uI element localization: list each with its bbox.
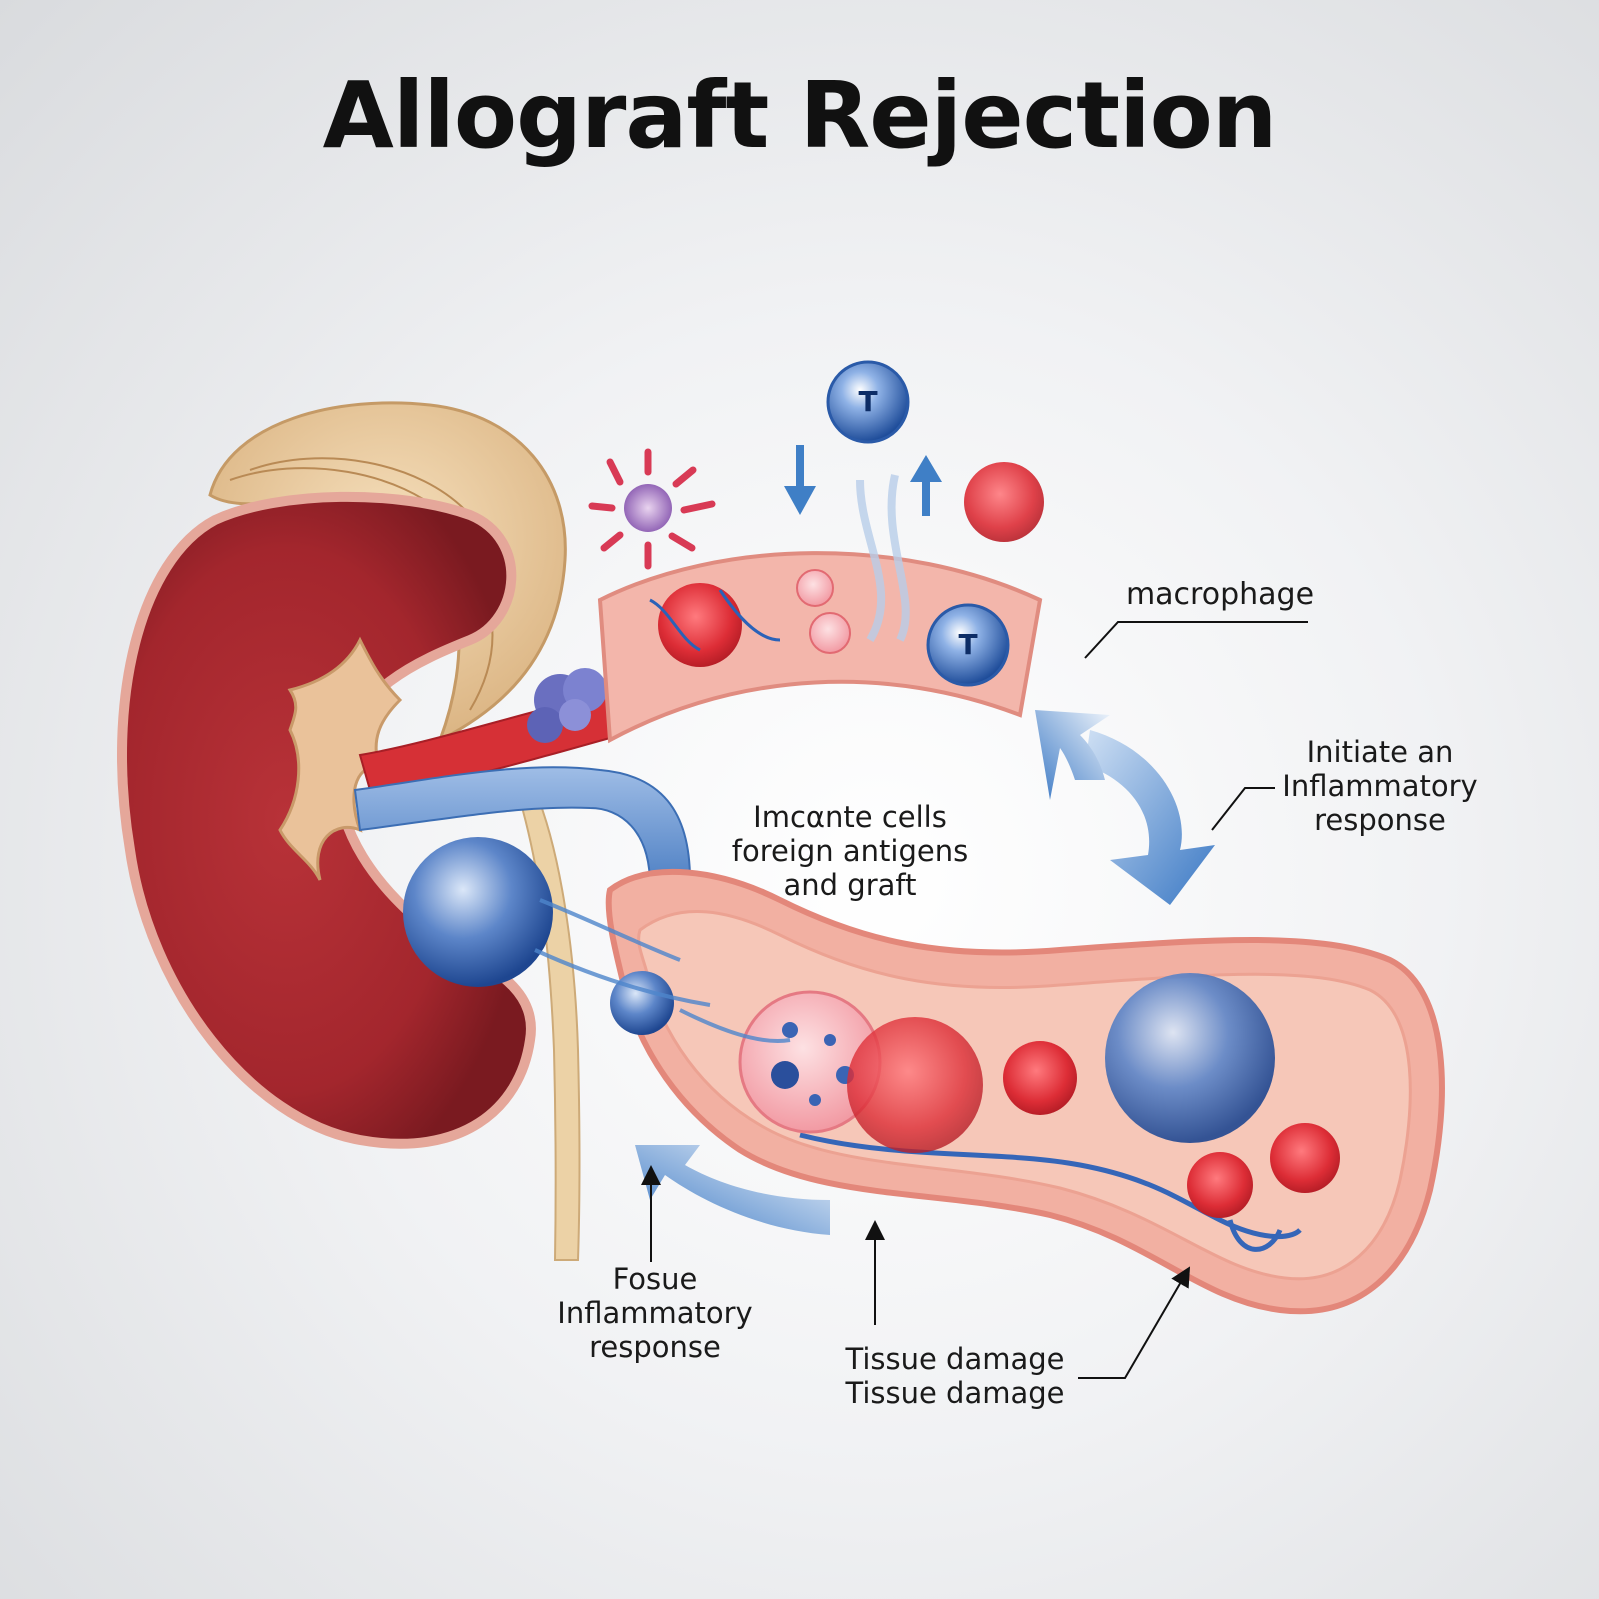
upper-vessel-segment [597,474,1043,744]
immune-cells-label: Imcαnte cells foreign antigens and graft [715,800,985,902]
immune-cells-line: Imcαnte cells [753,800,947,834]
immune-cells-line: foreign antigens [731,834,969,868]
initiate-response-line: Initiate an [1306,735,1454,769]
ureter [518,788,581,1261]
kidney [117,491,536,1149]
initiate-response-label: Initiate an Inflammatory response [1270,735,1490,837]
initiate-response-line: response [1314,803,1446,837]
red-blood-cell [847,1017,983,1153]
tissue-damage-line: Tissue damage [845,1342,1065,1376]
t-cell [610,971,674,1035]
page-title: Allograft Rejection [322,62,1278,169]
red-blood-cell [1270,1123,1340,1193]
focus-response-line: Inflammatory [557,1296,753,1330]
focus-response-line: response [589,1330,721,1364]
t-cell [1105,973,1275,1143]
macrophage-cluster [527,668,607,743]
leader-lines [641,621,1308,1379]
tissue-damage-line: Tissue damage [845,1376,1065,1410]
initiate-response-line: Inflammatory [1282,769,1478,803]
t-cell [403,837,553,987]
tissue-damage-label: Tissue damage Tissue damage [845,1342,1065,1410]
flow-arrow [635,1145,830,1235]
red-blood-cell [1003,1041,1077,1115]
immune-cells-line: and graft [783,868,917,902]
t-cell [926,603,1010,687]
macrophage-label: macrophage [1125,577,1315,612]
t-cell-marker: T [858,385,878,418]
red-blood-cell [964,462,1044,542]
focus-response-label: Fosue Inflammatory response [555,1262,755,1364]
t-cell-marker: T [958,628,978,661]
flow-arrow [1035,710,1215,905]
red-blood-cell [1187,1152,1253,1218]
macrophage [588,448,716,570]
t-cell [826,360,910,444]
flow-arrow [784,445,942,516]
focus-response-line: Fosue [612,1262,698,1296]
